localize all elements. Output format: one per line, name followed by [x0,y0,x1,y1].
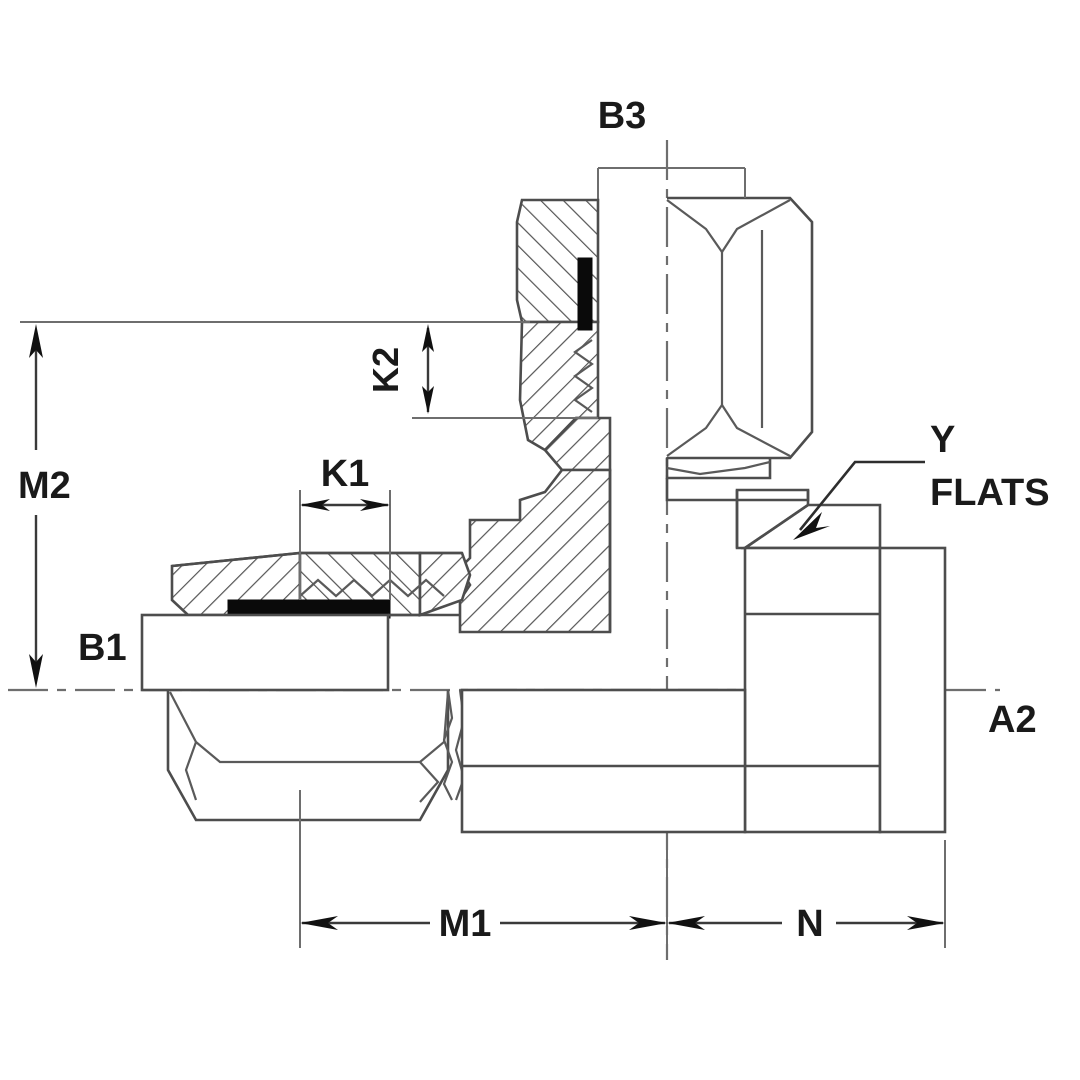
elbow-corner-fillet [735,488,810,550]
a2-label: A2 [988,699,1037,741]
left-hex-chamfer-side-l [184,741,198,801]
m1-label: M1 [439,903,492,945]
y-label: Y [930,419,955,461]
vertical-branch-stub [665,478,810,502]
dimension-k1: K1 [299,453,391,600]
y-flats-leader-arrow [793,512,830,540]
m1-arrow-right [629,916,667,930]
left-thread-zigzag [299,578,445,598]
k2-label: K2 [365,347,406,393]
vertical-branch-elevation [597,167,814,502]
left-port-body [140,613,460,692]
k2-arrow-top [422,324,434,352]
k2-arrow-bottom [422,386,434,414]
right-port-thread-end [878,546,947,834]
k1-label: K1 [321,453,370,495]
b1-label: B1 [78,627,127,669]
k1-arrow-left [300,499,330,511]
m1-arrow-left [300,916,338,930]
left-hex-chamfer-side-r [419,761,440,803]
n-arrow-left [667,916,705,930]
label-b1: B1 [78,627,127,669]
lower-main-shank [460,688,747,834]
left-nut-section [170,551,472,619]
label-b3: B3 [598,95,647,137]
left-hex-outline [166,690,450,822]
m2-arrow-top [29,324,43,358]
n-label: N [796,903,823,945]
left-seal-sliver [227,599,391,619]
right-port-shank [743,546,882,834]
k1-arrow-right [360,499,390,511]
dimension-k2: K2 [365,324,598,419]
dimension-m2: M2 [18,321,530,688]
label-y-flats: Y FLATS [793,419,1050,540]
label-a2: A2 [988,699,1037,741]
vertical-thread-zigzag [573,339,594,413]
left-hex-chamfer [169,691,450,764]
vertical-branch-washer-taper [666,460,771,476]
m2-arrow-bottom [29,654,43,688]
b3-label: B3 [598,95,647,137]
m2-label: M2 [18,465,71,507]
vertical-seal-sliver [577,257,593,331]
b1-port-rect [140,613,390,692]
flats-label: FLATS [930,472,1050,514]
dimension-m1-n: M1 N [299,790,946,948]
y-flats-leader-line [798,460,925,531]
lower-shank-rect [460,688,747,834]
left-thread-stub-zigzag [442,689,454,801]
n-arrow-right [907,916,945,930]
right-port-body [740,503,947,834]
